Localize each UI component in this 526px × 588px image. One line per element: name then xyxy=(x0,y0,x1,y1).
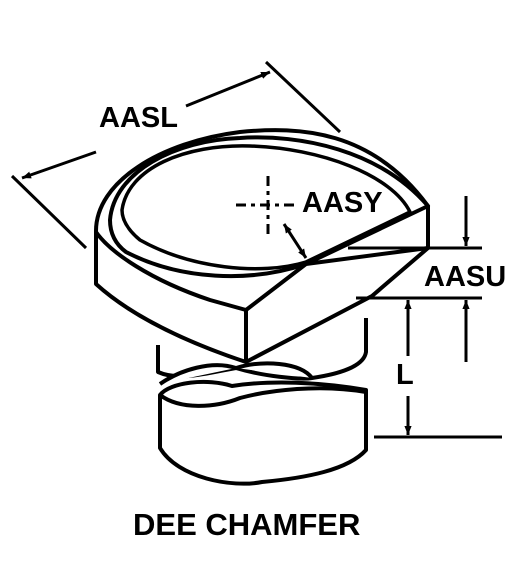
bolt-head xyxy=(94,128,430,364)
diagram-caption: DEE CHAMFER xyxy=(133,507,360,542)
aasy-dimension xyxy=(236,176,308,259)
aasy-arrow-leader xyxy=(282,223,308,259)
aasu-label: AASU xyxy=(424,261,506,293)
aasl-arrow-right xyxy=(185,70,271,108)
aasl-arrow-left xyxy=(21,150,97,180)
l-dimension xyxy=(374,300,502,439)
l-label: L xyxy=(396,359,414,391)
aasu-dimension xyxy=(348,196,482,362)
lower-shank-disc xyxy=(158,379,368,486)
aasl-dimension xyxy=(10,60,342,250)
aasl-extension-right xyxy=(264,60,342,134)
aasl-label: AASL xyxy=(99,102,178,134)
aasl-extension-left xyxy=(10,174,88,250)
aasy-label: AASY xyxy=(302,187,383,219)
